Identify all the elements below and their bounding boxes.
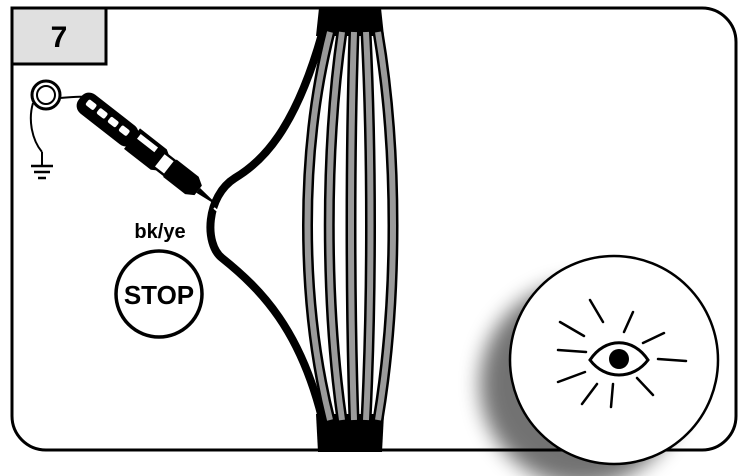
cable-bundle (302, 8, 399, 452)
stop-label: STOP (124, 280, 194, 310)
eye-inspect-icon (556, 298, 688, 409)
stop-sign: STOP (114, 249, 204, 339)
step-badge: 7 (10, 6, 108, 66)
step-number: 7 (51, 21, 68, 54)
separated-wire (206, 32, 326, 419)
wire-color-label: bk/ye (134, 221, 185, 243)
inspection-callout (480, 254, 720, 476)
voltage-tester-icon (76, 92, 218, 206)
